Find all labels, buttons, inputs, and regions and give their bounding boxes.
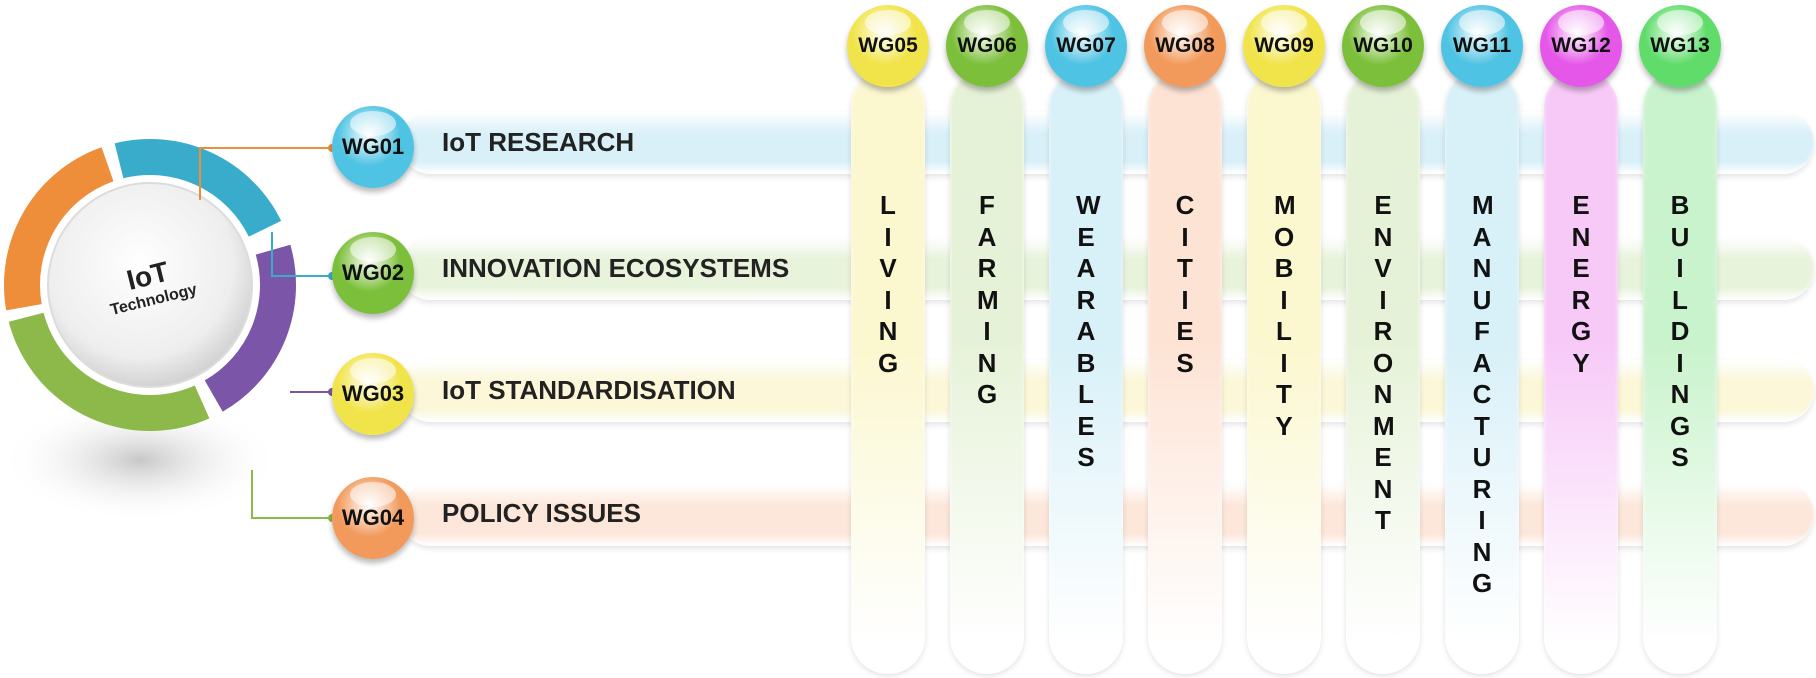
column-ball-wg09: WG09 bbox=[1243, 5, 1325, 87]
column-bar-wg08: CITIES bbox=[1148, 70, 1222, 674]
column-bar-wg13: BUILDINGS bbox=[1643, 70, 1717, 674]
column-ball-wg12: WG12 bbox=[1540, 5, 1622, 87]
column-label-wg13: BUILDINGS bbox=[1670, 190, 1691, 472]
column-ball-wg08: WG08 bbox=[1144, 5, 1226, 87]
column-label-wg10: ENVIRONMENT bbox=[1373, 190, 1395, 535]
column-bar-wg09: MOBILITY bbox=[1247, 70, 1321, 674]
center-disc bbox=[47, 182, 253, 388]
row-code-wg04: WG04 bbox=[341, 505, 405, 530]
connector-wg02 bbox=[271, 232, 332, 277]
column-bar-wg11: MANUFACTURING bbox=[1445, 70, 1519, 674]
connector-lines bbox=[199, 144, 336, 522]
row-code-wg01: WG01 bbox=[341, 134, 405, 159]
connector-wg01 bbox=[199, 147, 332, 200]
column-ball-wg07: WG07 bbox=[1045, 5, 1127, 87]
column-ball-wg10: WG10 bbox=[1342, 5, 1424, 87]
column-code-wg09: WG09 bbox=[1254, 34, 1314, 57]
column-label-wg07: WEARABLES bbox=[1076, 190, 1101, 472]
column-label-wg06: FARMING bbox=[977, 190, 999, 409]
column-bar-wg05: LIVING bbox=[851, 70, 925, 674]
column-label-wg08: CITIES bbox=[1175, 190, 1195, 378]
row-ball-wg03: WG03 bbox=[332, 353, 414, 435]
column-code-wg05: WG05 bbox=[858, 34, 918, 57]
column-code-wg07: WG07 bbox=[1056, 34, 1116, 57]
column-bar-wg12: ENERGY bbox=[1544, 70, 1618, 674]
ring-shadow bbox=[0, 398, 280, 522]
column-code-wg12: WG12 bbox=[1551, 34, 1611, 57]
column-ball-wg11: WG11 bbox=[1441, 5, 1523, 87]
column-label-wg11: MANUFACTURING bbox=[1472, 190, 1494, 598]
row-ball-wg04: WG04 bbox=[332, 477, 414, 559]
column-label-wg05: LIVING bbox=[878, 190, 899, 378]
column-ball-wg06: WG06 bbox=[946, 5, 1028, 87]
column-bar-wg10: ENVIRONMENT bbox=[1346, 70, 1420, 674]
row-ball-wg02: WG02 bbox=[332, 232, 414, 314]
iot-technology-ring bbox=[0, 139, 296, 522]
column-ball-wg13: WG13 bbox=[1639, 5, 1721, 87]
row-code-wg03: WG03 bbox=[341, 381, 405, 406]
column-label-wg09: MOBILITY bbox=[1274, 190, 1296, 441]
column-label-wg12: ENERGY bbox=[1571, 190, 1592, 378]
row-label-wg01: IoT RESEARCH bbox=[442, 127, 635, 157]
row-ball-wg01: WG01 bbox=[332, 106, 414, 188]
column-code-wg13: WG13 bbox=[1650, 34, 1710, 57]
row-label-wg04: POLICY ISSUES bbox=[442, 498, 641, 528]
row-label-wg02: INNOVATION ECOSYSTEMS bbox=[442, 253, 790, 283]
column-code-wg11: WG11 bbox=[1452, 34, 1512, 57]
row-label-wg03: IoT STANDARDISATION bbox=[442, 375, 736, 405]
column-code-wg08: WG08 bbox=[1155, 34, 1215, 57]
column-ball-wg05: WG05 bbox=[847, 5, 929, 87]
ring-segment-orange bbox=[4, 139, 296, 431]
column-bar-wg06: FARMING bbox=[950, 70, 1024, 674]
column-bar-wg07: WEARABLES bbox=[1049, 70, 1123, 674]
column-code-wg06: WG06 bbox=[957, 34, 1017, 57]
connector-wg04 bbox=[251, 470, 332, 519]
row-code-wg02: WG02 bbox=[341, 260, 405, 285]
column-code-wg10: WG10 bbox=[1353, 34, 1413, 57]
